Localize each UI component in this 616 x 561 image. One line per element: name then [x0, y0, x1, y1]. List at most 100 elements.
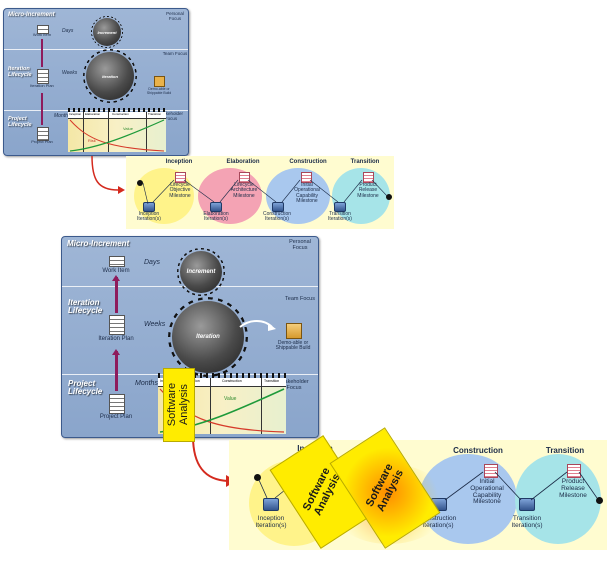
- label-project-lifecycle: Project Lifecycle: [68, 379, 103, 397]
- iteration-label: Construction Iteration(s): [262, 211, 292, 223]
- plan-arrow-head: [112, 275, 120, 281]
- iteration-label: Transition Iteration(s): [328, 211, 352, 223]
- chart-col-label: Transition: [148, 112, 162, 116]
- phase-title: Inception: [165, 159, 193, 165]
- label-team-focus: Team Focus: [285, 296, 315, 302]
- milestone-flag-icon: [175, 172, 186, 183]
- title-micro-increment: Micro-Increment: [8, 12, 55, 18]
- iteration-plan-icon: [37, 69, 49, 84]
- chart-curves: [69, 119, 165, 152]
- end-dot: [596, 497, 603, 504]
- label-personal-focus: Personal Focus: [166, 11, 184, 21]
- small-lifecycle-panel: Micro-Increment Personal Focus Team Focu…: [3, 8, 189, 156]
- iteration-computer-icon: [334, 202, 346, 212]
- phase-title: Construction: [453, 446, 503, 455]
- milestone-flag-icon: [239, 172, 250, 183]
- plan-arrow: [41, 39, 43, 67]
- chart-col-label: Inception: [69, 112, 82, 116]
- start-dot: [254, 474, 261, 481]
- caption-project-plan: Project Plan: [99, 414, 133, 420]
- software-analysis-note[interactable]: Software Analysis: [163, 368, 195, 442]
- iteration-computer-icon: [263, 498, 279, 511]
- caption-iteration-plan: Iteration Plan: [30, 83, 54, 88]
- chart-risk-label: Risk: [88, 138, 96, 143]
- milestone-label: Product Release Milestone: [357, 182, 379, 199]
- label-team-focus: Team Focus: [162, 51, 188, 56]
- plan-arrow-head: [112, 349, 120, 355]
- label-iteration-lifecycle: Iteration Lifecycle: [8, 66, 32, 78]
- build-box-icon: [286, 323, 302, 339]
- note-label: Software Analysis: [166, 383, 191, 427]
- end-dot: [386, 194, 392, 200]
- milestone-label: Lifecycle Objective Milestone: [169, 182, 191, 199]
- phase-title: Transition: [545, 446, 585, 455]
- gear-label: Iteration: [196, 334, 220, 340]
- label-personal-focus: Personal Focus: [289, 239, 311, 251]
- iteration-plan-icon: [109, 315, 125, 335]
- band-divider: [4, 49, 188, 50]
- increment-gear-icon: Increment: [93, 18, 121, 46]
- start-dot: [137, 180, 143, 186]
- project-plan-icon: [109, 394, 125, 414]
- iteration-computer-icon: [519, 498, 535, 511]
- title-micro-increment: Micro-Increment: [67, 239, 130, 248]
- label-months: Months: [135, 380, 158, 387]
- milestone-flag-icon: [484, 464, 498, 478]
- iteration-computer-icon: [210, 202, 222, 212]
- chart-col-label: Transition: [264, 379, 280, 383]
- iteration-computer-icon: [272, 202, 284, 212]
- note-label: Software Analysis: [363, 461, 406, 514]
- iteration-gear-icon: Iteration: [172, 301, 244, 373]
- label-days: Days: [62, 28, 74, 34]
- milestone-label: Product Release Milestone: [559, 478, 587, 499]
- phase-title: Elaboration: [226, 159, 260, 165]
- caption-build: Demo-able or Shippable Build: [146, 87, 172, 95]
- label-stakeholder-focus: Stakeholder Focus: [279, 379, 309, 391]
- plan-arrow: [41, 93, 43, 125]
- caption-work-item: Work Item: [32, 32, 52, 37]
- milestone-flag-icon: [301, 172, 312, 183]
- label-iteration-lifecycle: Iteration Lifecycle: [68, 298, 103, 316]
- iteration-label: Elaboration Iteration(s): [203, 211, 229, 223]
- iteration-label: Inception Iteration(s): [255, 515, 287, 529]
- iteration-label: Inception Iteration(s): [137, 211, 161, 223]
- timeline-ticks: [68, 108, 166, 112]
- milestone-label: Lifecycle Architecture Milestone: [230, 182, 258, 199]
- iteration-label: Transition Iteration(s): [511, 515, 543, 529]
- label-months: Months: [54, 113, 71, 119]
- increment-gear-icon: Increment: [180, 251, 222, 293]
- label-weeks: Weeks: [144, 321, 166, 328]
- lifecycle-chart: Inception Elaboration Construction Trans…: [68, 112, 166, 152]
- timeline-ticks: [158, 373, 286, 378]
- plan-arrow: [115, 351, 118, 391]
- phase-construction: [266, 168, 330, 224]
- label-weeks: Weeks: [62, 70, 78, 76]
- caption-project-plan: Project Plan: [31, 139, 53, 144]
- milestone-label: Initial Operational Capability Milestone: [294, 182, 320, 204]
- chart-value-label: Value: [224, 396, 237, 402]
- chart-col-label: Construction: [222, 379, 242, 383]
- small-phase-diagram: Inception Elaboration Construction Trans…: [126, 156, 394, 229]
- cycle-arrow: [239, 320, 276, 331]
- build-box-icon: [154, 76, 165, 87]
- gear-label: Iteration: [102, 73, 118, 79]
- gear-label: Increment: [97, 29, 117, 35]
- chart-col-label: Elaboration: [85, 112, 101, 116]
- caption-iteration-plan: Iteration Plan: [98, 336, 134, 342]
- iteration-gear-icon: Iteration: [86, 52, 134, 100]
- plan-arrow: [115, 277, 118, 313]
- milestone-flag-icon: [567, 464, 581, 478]
- label-days: Days: [144, 259, 160, 266]
- milestone-label: Initial Operational Capability Milestone: [470, 478, 504, 506]
- phase-title: Transition: [350, 159, 380, 165]
- phase-transition: [332, 168, 390, 224]
- caption-work-item: Work Item: [102, 268, 130, 274]
- label-stakeholder-focus: Stakeholder Focus: [158, 111, 184, 121]
- phase-title: Construction: [289, 159, 327, 165]
- chart-value-label: Value: [123, 126, 133, 131]
- phase-arrows: [142, 179, 388, 205]
- work-item-icon: [109, 256, 125, 267]
- milestone-flag-icon: [363, 172, 374, 183]
- work-item-icon: [37, 25, 49, 34]
- gear-label: Increment: [186, 269, 216, 275]
